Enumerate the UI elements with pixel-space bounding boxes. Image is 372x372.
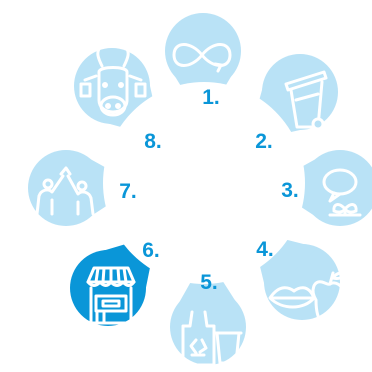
infinity-arrows-icon <box>172 43 232 73</box>
people-high-five-icon <box>35 166 95 216</box>
step-number-5: 5. <box>200 271 218 294</box>
step-number-4: 4. <box>256 238 274 261</box>
step-number-8: 8. <box>144 130 162 153</box>
trash-bin-icon <box>284 70 328 131</box>
recycle-bag-cup-icon <box>181 310 243 367</box>
step-number-6: 6. <box>142 239 160 262</box>
center-circle <box>103 82 305 284</box>
step-number-3: 3. <box>281 179 299 202</box>
lips-apple-icon <box>268 271 347 322</box>
speech-bubble-plant-icon <box>322 168 362 217</box>
step-number-7: 7. <box>119 180 137 203</box>
step-number-1: 1. <box>202 86 220 109</box>
market-stall-icon <box>86 266 136 325</box>
step-number-2: 2. <box>255 130 273 153</box>
cow-head-tags-icon <box>79 46 147 117</box>
